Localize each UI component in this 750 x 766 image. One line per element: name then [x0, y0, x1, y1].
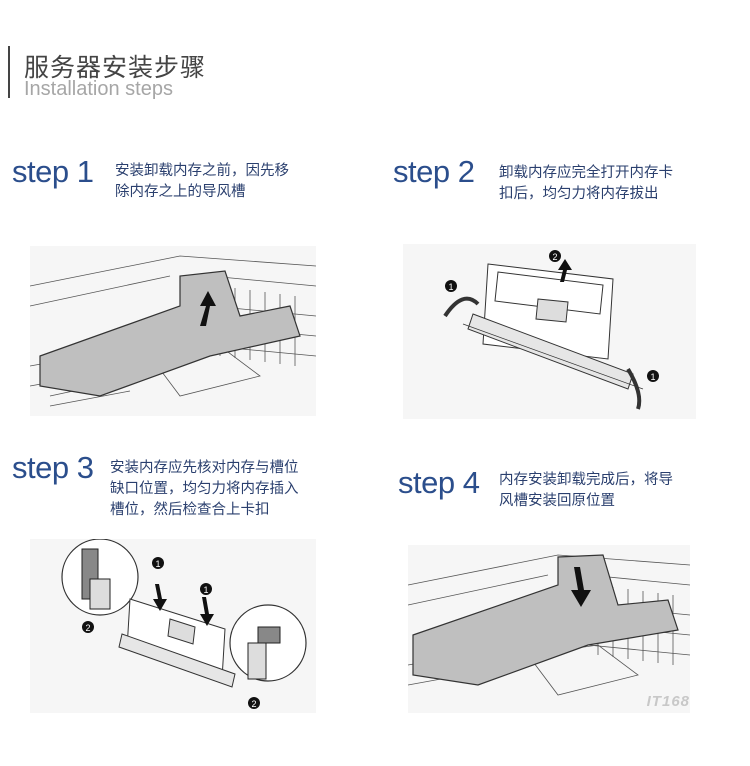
step-1-illustration: [30, 246, 316, 416]
air-duct-removal-drawing: [30, 246, 316, 416]
air-duct-shape: [412, 554, 679, 686]
page-subtitle: Installation steps: [24, 78, 173, 100]
callout-1-badge: [445, 280, 457, 292]
step-2-description: 卸载内存应完全打开内存卡 扣后，均匀力将内存拔出: [499, 165, 673, 202]
step-1-description: 安装卸载内存之前，因先移 除内存之上的导风槽: [115, 163, 289, 200]
arrow-down-icon: [571, 567, 591, 607]
svg-text:1: 1: [448, 282, 453, 292]
step-2-illustration: 2 1 1: [403, 244, 696, 419]
step-1-label: step 1: [12, 154, 94, 189]
arrow-up-icon: [200, 291, 216, 326]
arrow-up-icon: [558, 259, 572, 282]
latch-open-right-arrow-icon: [626, 367, 642, 410]
step-3-label: step 3: [12, 450, 94, 485]
callout-2-badge: [82, 621, 94, 633]
step-4-illustration: [408, 545, 690, 713]
latch-open-left-arrow-icon: [443, 296, 480, 318]
callout-1-badge: [200, 583, 212, 595]
arrow-down-icon: [153, 584, 167, 611]
svg-text:2: 2: [85, 623, 90, 633]
step-2-label: step 2: [393, 154, 475, 189]
memory-removal-drawing: 2 1 1: [403, 244, 696, 419]
callout-2-badge: [549, 250, 561, 262]
step-3-illustration: 1 1 2 2: [30, 539, 316, 713]
svg-text:2: 2: [251, 699, 256, 709]
callout-2-badge: [248, 697, 260, 709]
memory-install-drawing: 1 1 2 2: [30, 539, 316, 713]
callout-1-badge: [647, 370, 659, 382]
svg-text:1: 1: [650, 372, 655, 382]
step-4-label: step 4: [398, 465, 480, 500]
arrow-down-icon: [200, 597, 214, 626]
watermark: IT168: [646, 693, 690, 710]
page-title: 服务器安装步骤: [24, 53, 207, 82]
header-divider: [8, 46, 10, 98]
detail-circle-left: [61, 539, 139, 616]
svg-text:1: 1: [203, 585, 208, 595]
callout-1-badge: [152, 557, 164, 569]
svg-text:2: 2: [552, 252, 557, 262]
air-duct-reinstall-drawing: [408, 545, 690, 713]
step-3-description: 安装内存应先核对内存与槽位 缺口位置，均匀力将内存插入 槽位，然后检查合上卡扣: [110, 460, 299, 518]
step-4-description: 内存安装卸载完成后，将导 风槽安装回原位置: [499, 472, 673, 509]
air-duct-shape: [39, 270, 301, 397]
svg-text:1: 1: [155, 559, 160, 569]
